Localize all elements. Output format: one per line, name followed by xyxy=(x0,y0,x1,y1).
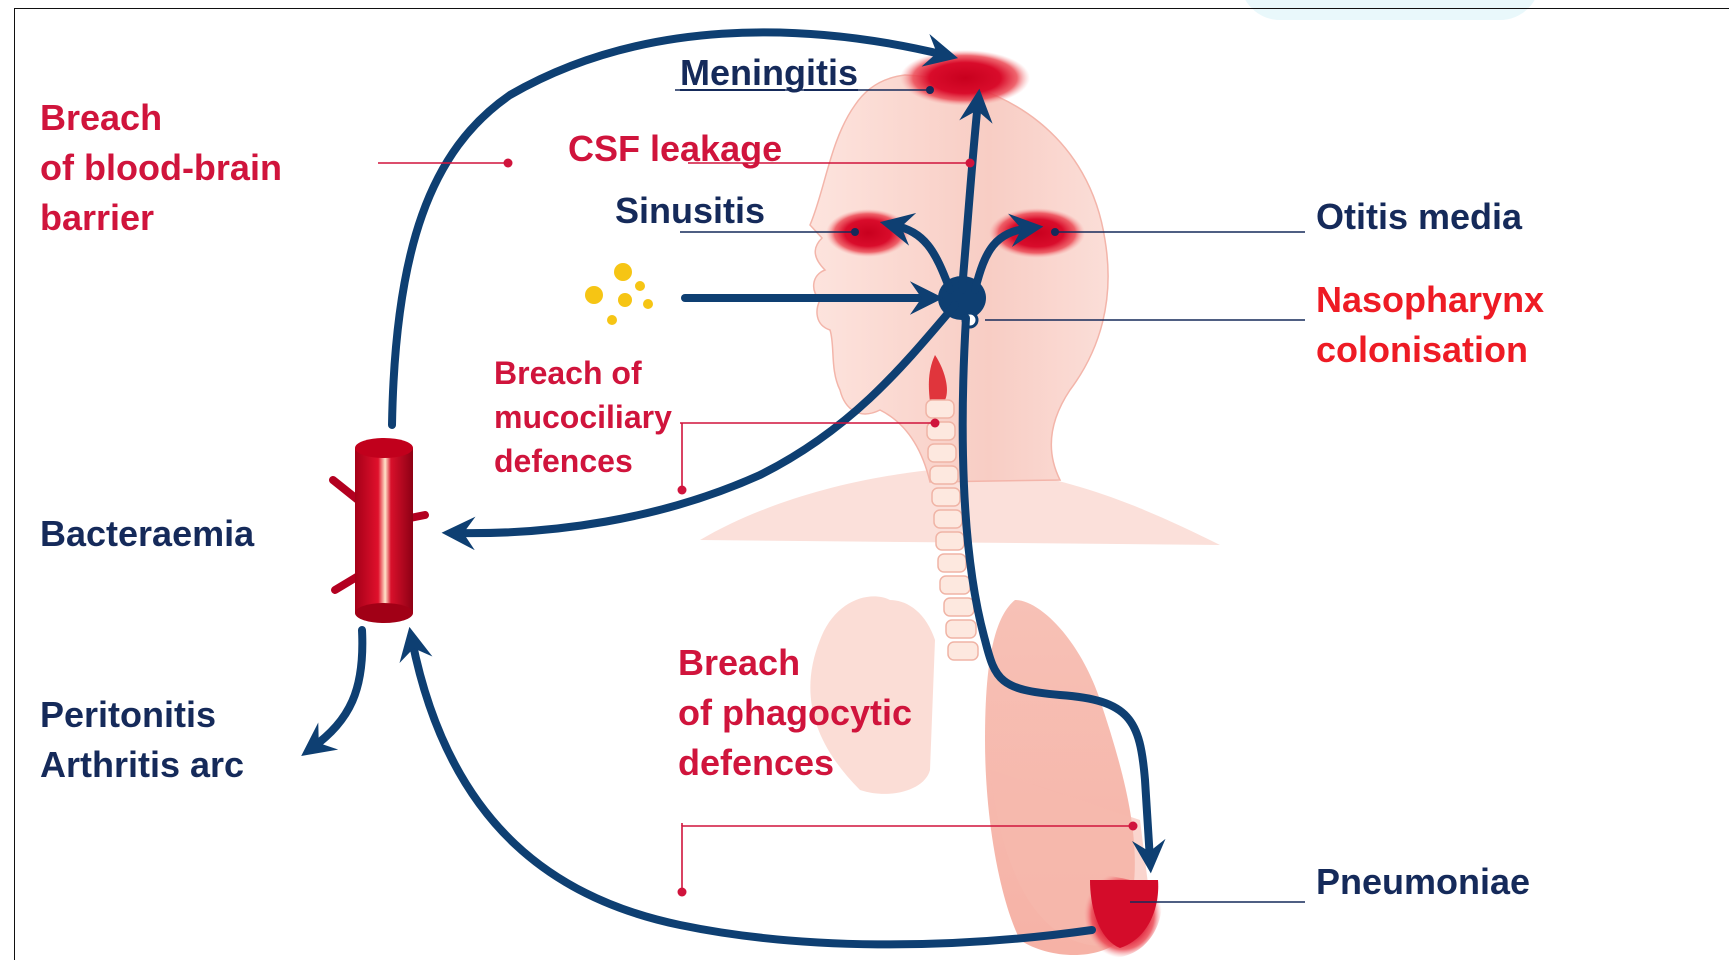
label-breach-phagocytic-line3: defences xyxy=(678,738,912,788)
label-pneumoniae: Pneumoniae xyxy=(1316,857,1530,907)
label-breach-mucociliary-line1: Breach of xyxy=(494,351,672,395)
blood-vessel xyxy=(333,438,425,623)
label-meningitis: Meningitis xyxy=(680,48,858,98)
label-breach-mucociliary: Breach of mucociliary defences xyxy=(494,351,672,483)
label-breach-mucociliary-line2: mucociliary xyxy=(494,395,672,439)
label-nasopharynx-line2: colonisation xyxy=(1316,325,1544,375)
meningitis-spot xyxy=(900,50,1030,106)
label-breach-bbb: Breach of blood-brain barrier xyxy=(40,93,282,243)
label-breach-phagocytic: Breach of phagocytic defences xyxy=(678,638,912,788)
label-csf-leakage: CSF leakage xyxy=(568,124,782,174)
label-peritonitis-line2: Arthritis arc xyxy=(40,740,244,790)
label-nasopharynx-line1: Nasopharynx xyxy=(1316,275,1544,325)
label-bacteraemia: Bacteraemia xyxy=(40,509,254,559)
label-sinusitis: Sinusitis xyxy=(615,186,765,236)
label-breach-bbb-line2: of blood-brain xyxy=(40,143,282,193)
label-breach-phagocytic-line2: of phagocytic xyxy=(678,688,912,738)
label-otitis-media: Otitis media xyxy=(1316,192,1522,242)
sinusitis-spot xyxy=(826,209,910,257)
label-breach-mucociliary-line3: defences xyxy=(494,439,672,483)
label-breach-bbb-line3: barrier xyxy=(40,193,282,243)
label-breach-bbb-line1: Breach xyxy=(40,93,282,143)
label-nasopharynx-colonisation: Nasopharynx colonisation xyxy=(1316,275,1544,375)
bacteria-particles xyxy=(585,263,653,325)
arrow-to-peritonitis xyxy=(312,630,362,748)
label-breach-phagocytic-line1: Breach xyxy=(678,638,912,688)
label-peritonitis-arthritis: Peritonitis Arthritis arc xyxy=(40,690,244,790)
label-peritonitis-line1: Peritonitis xyxy=(40,690,244,740)
